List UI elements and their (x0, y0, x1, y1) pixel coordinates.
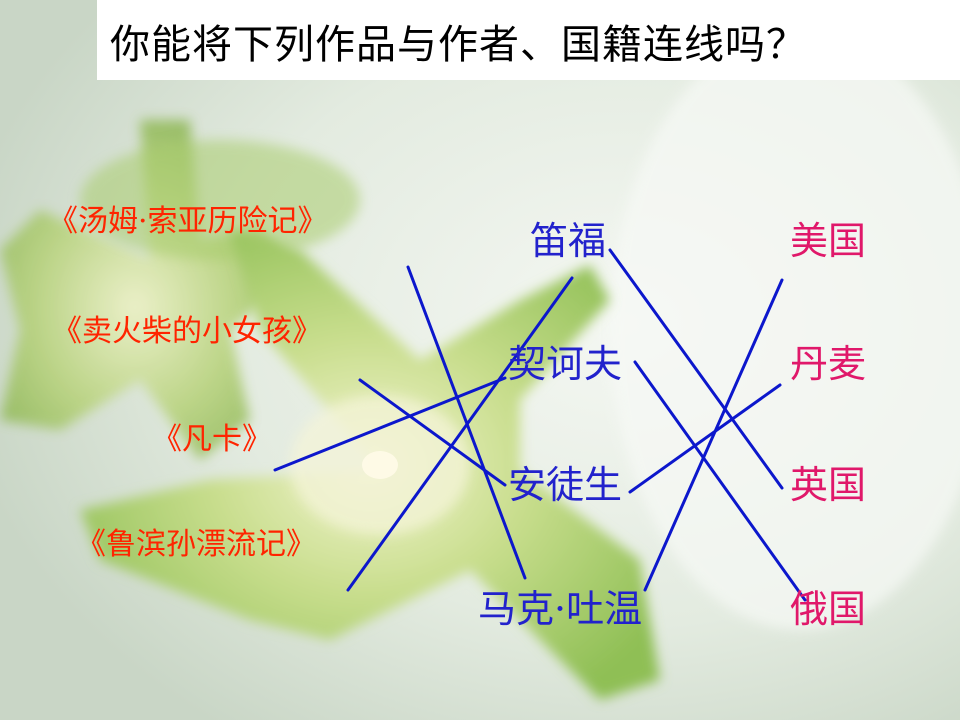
author-label: 契诃夫 (508, 342, 623, 386)
work-label: 《凡卡》 (152, 422, 272, 457)
work-label: 《汤姆·索亚历险记》 (48, 204, 328, 239)
work-author-line (358, 378, 507, 487)
author-nation-line (628, 383, 782, 494)
author-label: 笛福 (530, 219, 607, 263)
page-title: 你能将下列作品与作者、国籍连线吗？ (110, 22, 807, 68)
work-author-line (273, 376, 507, 472)
work-author-line (346, 276, 574, 592)
author-nation-line (643, 278, 784, 592)
author-nation-line (608, 248, 784, 490)
nation-label: 英国 (790, 463, 867, 507)
nation-label: 俄国 (790, 587, 867, 631)
author-label: 安徒生 (508, 463, 623, 507)
nation-label: 丹麦 (790, 342, 867, 386)
work-label: 《鲁滨孙漂流记》 (76, 527, 316, 562)
nation-label: 美国 (790, 219, 867, 263)
work-label: 《卖火柴的小女孩》 (52, 314, 322, 349)
title-bar (97, 0, 960, 80)
author-nation-line (633, 360, 807, 602)
author-label: 马克·吐温 (478, 587, 643, 631)
